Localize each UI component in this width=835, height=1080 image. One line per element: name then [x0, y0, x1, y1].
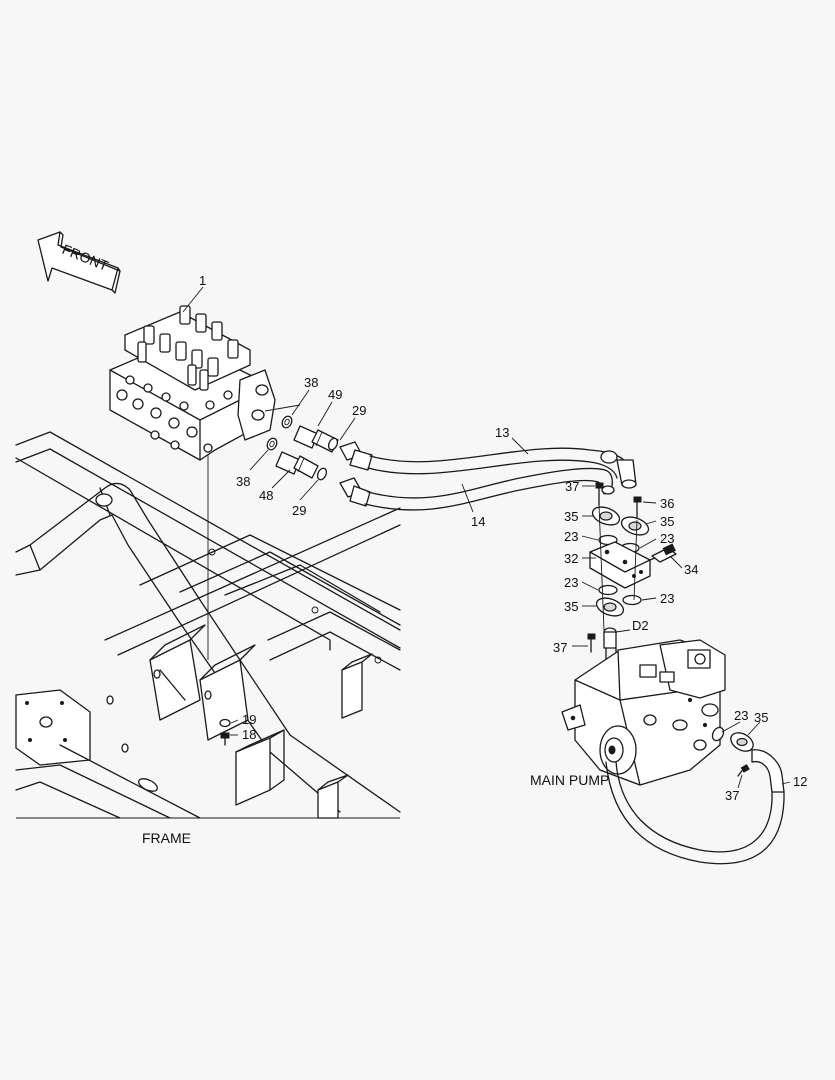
callout-49: 49 [328, 387, 342, 402]
callout-48: 48 [259, 488, 273, 503]
main-pump-caption: MAIN PUMP [530, 772, 609, 788]
callout-23-right-lower: 23 [660, 591, 674, 606]
callout-23-left-upper: 23 [564, 529, 578, 544]
callout-35-left: 35 [564, 509, 578, 524]
callout-14: 14 [471, 514, 485, 529]
callout-37-top: 37 [565, 479, 579, 494]
frame-assembly [15, 431, 401, 819]
callout-35-right: 35 [660, 514, 674, 529]
valve-ports [116, 375, 233, 450]
callout-38-upper: 38 [304, 375, 318, 390]
callout-13: 13 [495, 425, 509, 440]
callout-23-right-upper: 23 [660, 531, 674, 546]
flange-stack [587, 482, 677, 731]
callout-38-lower: 38 [236, 474, 250, 489]
callout-37-lower: 37 [553, 640, 567, 655]
valve-spools [137, 305, 239, 391]
front-direction-arrow: FRONT [37, 231, 121, 294]
valve-fittings [264, 404, 339, 481]
control-valve [109, 305, 276, 461]
hose-13 [339, 441, 637, 489]
callout-35-pump: 35 [754, 710, 768, 725]
callout-37-pump: 37 [725, 788, 739, 803]
callout-36: 36 [660, 496, 674, 511]
callout-29-upper: 29 [352, 403, 366, 418]
hose-12 [605, 726, 785, 865]
port-d2-label: D2 [632, 618, 649, 633]
callout-12: 12 [793, 774, 807, 789]
callout-32: 32 [564, 551, 578, 566]
callout-leaders [182, 286, 791, 789]
callout-18: 18 [242, 727, 256, 742]
main-pump [561, 639, 726, 786]
callout-29-lower: 29 [292, 503, 306, 518]
callout-34: 34 [684, 562, 698, 577]
hose-14 [339, 467, 615, 511]
callout-labels: 1 38 49 29 38 48 29 13 14 37 36 35 35 23… [142, 273, 807, 846]
frame-caption: FRAME [142, 830, 191, 846]
bolt-washer-18-19 [219, 718, 231, 746]
callout-23-left-lower: 23 [564, 575, 578, 590]
callout-1: 1 [199, 273, 206, 288]
callout-23-pump: 23 [734, 708, 748, 723]
callout-35-lower: 35 [564, 599, 578, 614]
callout-19: 19 [242, 712, 256, 727]
